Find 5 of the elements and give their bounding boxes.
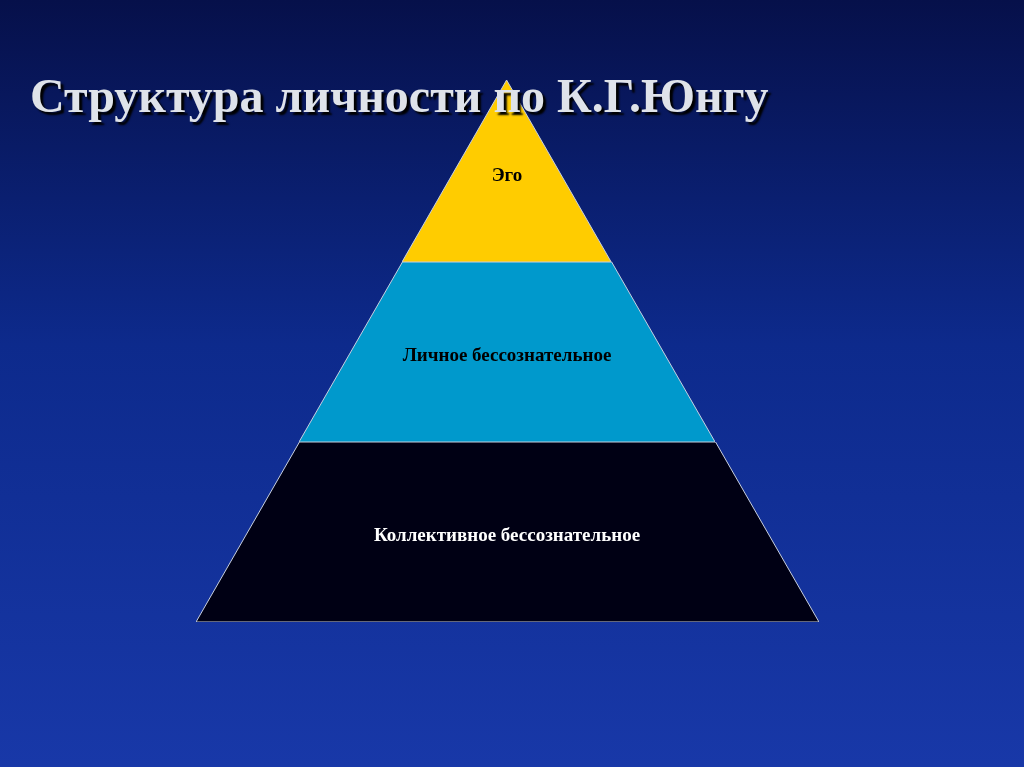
pyramid-tier bbox=[195, 442, 819, 622]
tier-label: Коллективное бессознательное bbox=[372, 524, 642, 546]
tier-label: Эго bbox=[490, 164, 524, 186]
pyramid-tier bbox=[298, 262, 716, 442]
tier-label: Личное бессознательное bbox=[401, 344, 613, 366]
